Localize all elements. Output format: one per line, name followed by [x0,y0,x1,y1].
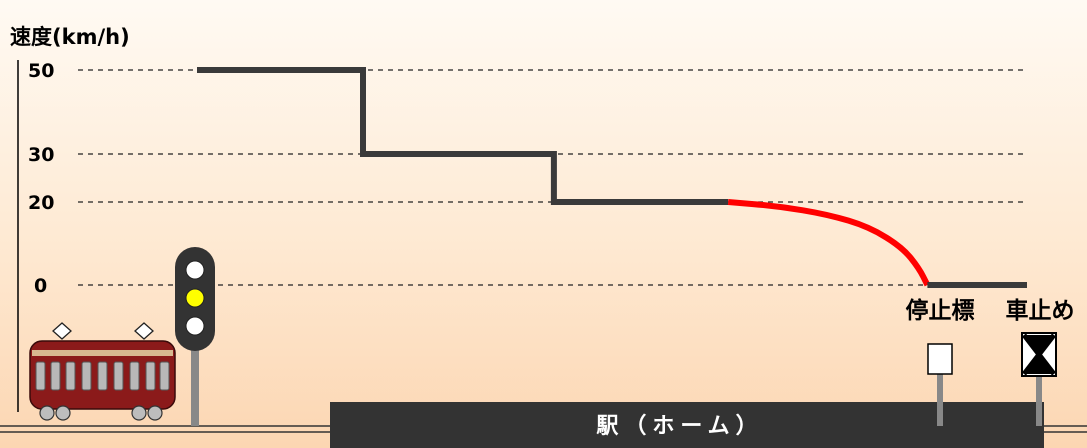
signal-lamp-top [185,260,205,280]
y-axis-title: 速度(km/h) [10,25,130,49]
station-label: 駅（ホーム） [596,414,763,439]
pantograph-front [52,322,72,340]
buffer-stop-x-top [1024,335,1054,353]
train-stripe [32,350,173,356]
speed-segment-2 [727,199,931,287]
buffer-stop-sign [1021,332,1057,426]
tick-label-0: 0 [34,275,47,297]
buffer-stop-pole [1036,376,1042,426]
stop-marker-label: 停止標 [906,297,975,324]
train-windows [35,361,170,391]
stop-marker-pole [937,374,943,426]
tick-label-20: 20 [28,192,54,214]
station-platform [330,402,1044,448]
speed-profile [197,67,1027,288]
stop-marker-sign [927,343,953,426]
buffer-stop-x-icon [1022,333,1056,376]
buffer-stop-x-bottom [1024,356,1054,374]
tick-label-30: 30 [28,144,54,166]
train-icon [29,322,176,421]
signal-pole [191,348,199,426]
signal-lamp-bottom [185,316,205,336]
buffer-stop-label: 車止め [1006,298,1075,324]
stop-marker-board [927,343,953,375]
tick-label-50: 50 [28,60,54,82]
train-wheels [39,405,163,421]
pantograph-rear [134,322,154,340]
signal-lamp-middle-yellow [185,288,205,308]
speed-segment-1 [197,67,729,205]
signal [175,247,215,426]
